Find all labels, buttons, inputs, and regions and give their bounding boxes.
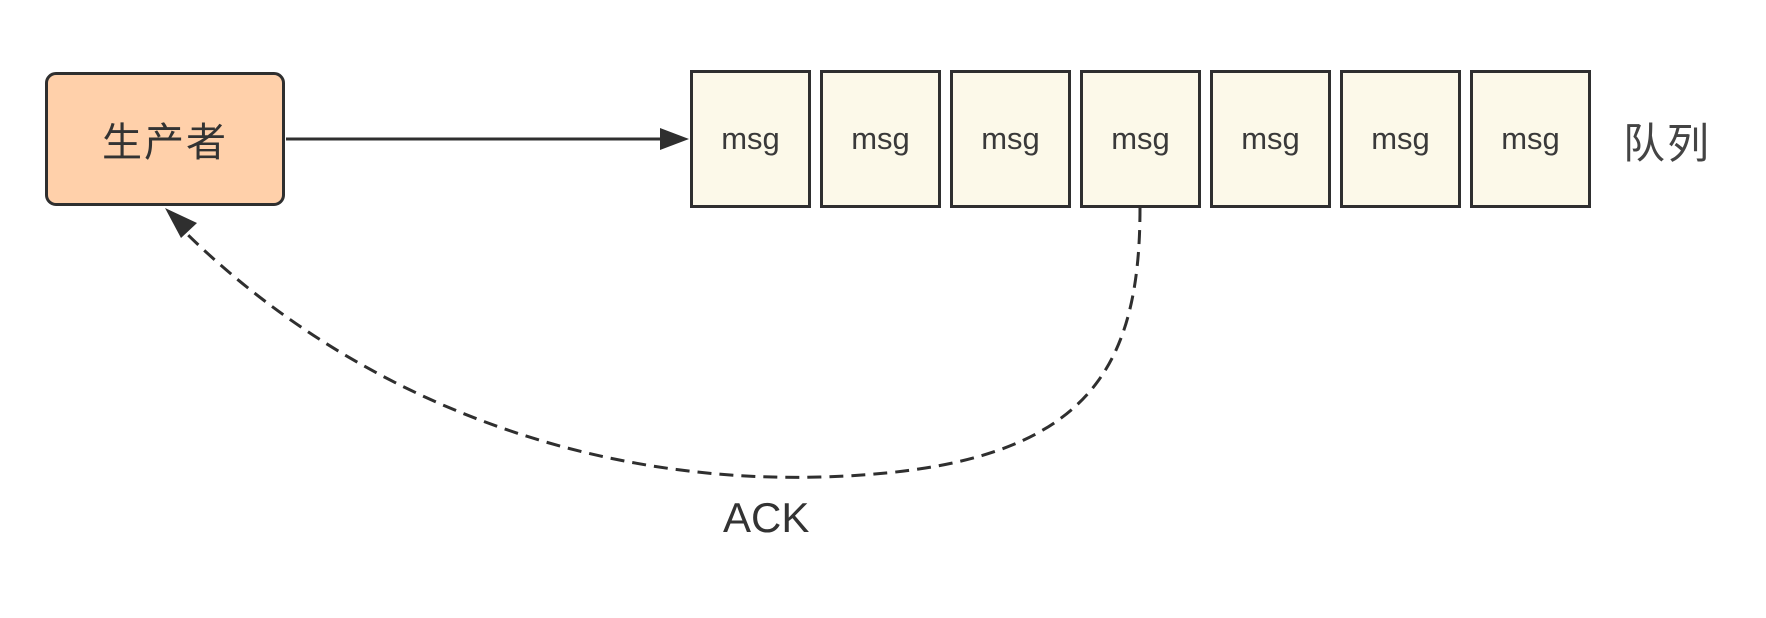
queue-message-label: msg bbox=[851, 121, 910, 156]
queue-message-cell: msg bbox=[1210, 70, 1331, 208]
ack-arrowhead bbox=[165, 208, 197, 238]
queue-message-label: msg bbox=[1241, 121, 1300, 156]
producer-node: 生产者 bbox=[45, 72, 285, 206]
queue-message-cell: msg bbox=[820, 70, 941, 208]
produce-arrowhead bbox=[660, 128, 689, 150]
message-queue: msg msg msg msg msg msg msg bbox=[690, 70, 1591, 208]
queue-message-label: msg bbox=[1371, 121, 1430, 156]
queue-message-label: msg bbox=[721, 121, 780, 156]
queue-message-cell: msg bbox=[1080, 70, 1201, 208]
ack-arrow bbox=[173, 207, 1142, 479]
queue-message-cell: msg bbox=[950, 70, 1071, 208]
queue-message-label: msg bbox=[1501, 121, 1560, 156]
queue-message-cell: msg bbox=[1340, 70, 1461, 208]
producer-label: 生产者 bbox=[102, 120, 228, 166]
queue-message-label: msg bbox=[1111, 121, 1170, 156]
queue-label: 队列 bbox=[1623, 119, 1712, 168]
queue-message-cell: msg bbox=[1470, 70, 1591, 208]
queue-message-cell: msg bbox=[690, 70, 811, 208]
queue-message-label: msg bbox=[981, 121, 1040, 156]
ack-label: ACK bbox=[723, 494, 810, 541]
